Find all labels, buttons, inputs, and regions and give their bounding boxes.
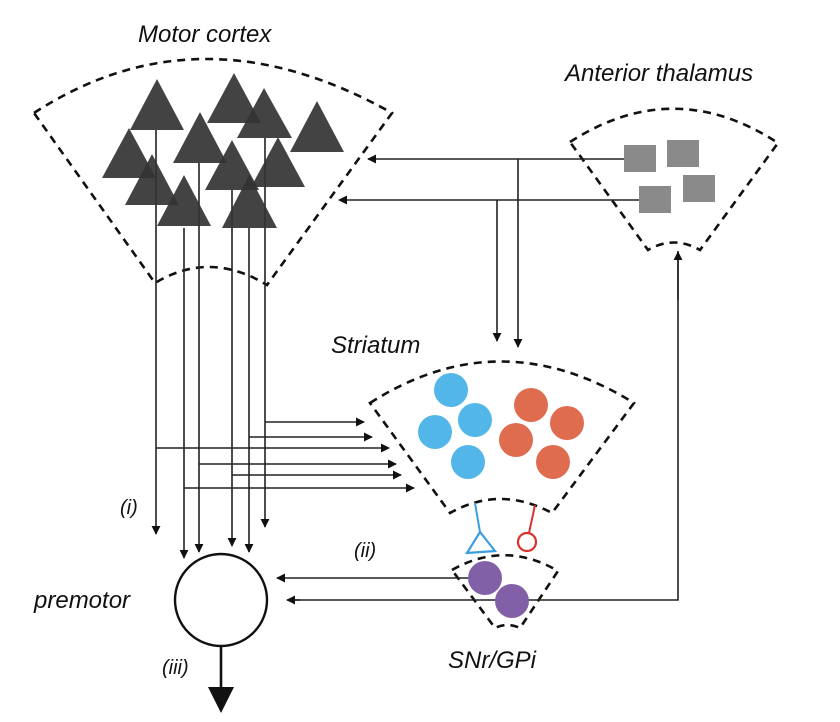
- snr-gpi-boundary: [450, 554, 560, 630]
- pyramidal-neuron: [102, 128, 156, 178]
- pyramidal-neuron: [237, 88, 292, 138]
- inhibitory-synapse: [516, 504, 538, 553]
- striatum-orange-neurons: [499, 388, 584, 479]
- thalamic-neuron: [639, 186, 671, 213]
- excitatory-synapse: [464, 502, 498, 555]
- pyramidal-neuron: [157, 175, 211, 226]
- striatal-neuron-blue: [434, 373, 468, 407]
- snr-to-premotor-and-thalamus: [288, 251, 679, 601]
- striatum-blue-neurons: [418, 373, 492, 479]
- pyramidal-neuron: [173, 112, 227, 163]
- striatal-neuron-blue: [458, 403, 492, 437]
- striatal-neuron-blue: [451, 445, 485, 479]
- thalamic-projections: [338, 154, 640, 348]
- thalamic-neuron: [683, 175, 715, 202]
- pathway-label-iii: (iii): [162, 657, 189, 679]
- pyramidal-neuron: [207, 73, 261, 123]
- thalamic-neuron: [624, 145, 656, 172]
- striatal-neuron-orange: [499, 423, 533, 457]
- pyramidal-neuron: [251, 137, 305, 187]
- synapse-stem: [528, 504, 536, 534]
- striatum-boundary: [368, 360, 636, 515]
- premotor-neuron: [173, 552, 269, 648]
- pathway-label-i: (i): [120, 497, 138, 519]
- synapse-stem: [474, 502, 481, 533]
- pyramidal-neuron: [130, 79, 184, 130]
- pyramidal-neuron: [222, 175, 277, 228]
- snr-neuron: [468, 561, 502, 595]
- snr-neuron: [495, 584, 529, 618]
- striatal-neuron-orange: [514, 388, 548, 422]
- pyramidal-neuron: [205, 140, 259, 190]
- motor-cortex-label: Motor cortex: [138, 21, 272, 48]
- thalamus-neurons: [624, 140, 715, 213]
- motor-cortex-neurons: [102, 73, 344, 228]
- pathway-label-ii: (ii): [354, 540, 376, 562]
- cortical-projections: [151, 130, 270, 559]
- pyramidal-neuron: [290, 101, 344, 152]
- synapse-triangle-icon: [464, 530, 498, 555]
- snr-outputs: [276, 251, 683, 605]
- corticostriatal-projections: [156, 417, 415, 493]
- anterior-thalamus-boundary: [568, 107, 780, 252]
- striatum-label: Striatum: [331, 332, 420, 359]
- striatal-neuron-orange: [536, 445, 570, 479]
- snr-gpi-neurons: [468, 561, 529, 618]
- striatal-neuron-orange: [550, 406, 584, 440]
- premotor-label: premotor: [33, 587, 131, 614]
- thalamic-neuron: [667, 140, 699, 167]
- striatal-neuron-blue: [418, 415, 452, 449]
- snr-gpi-label: SNr/GPi: [448, 647, 537, 674]
- anterior-thalamus-label: Anterior thalamus: [563, 60, 753, 87]
- synapse-circle-icon: [516, 531, 538, 553]
- pyramidal-neuron: [125, 154, 179, 205]
- motor-cortex-boundary: [32, 57, 394, 287]
